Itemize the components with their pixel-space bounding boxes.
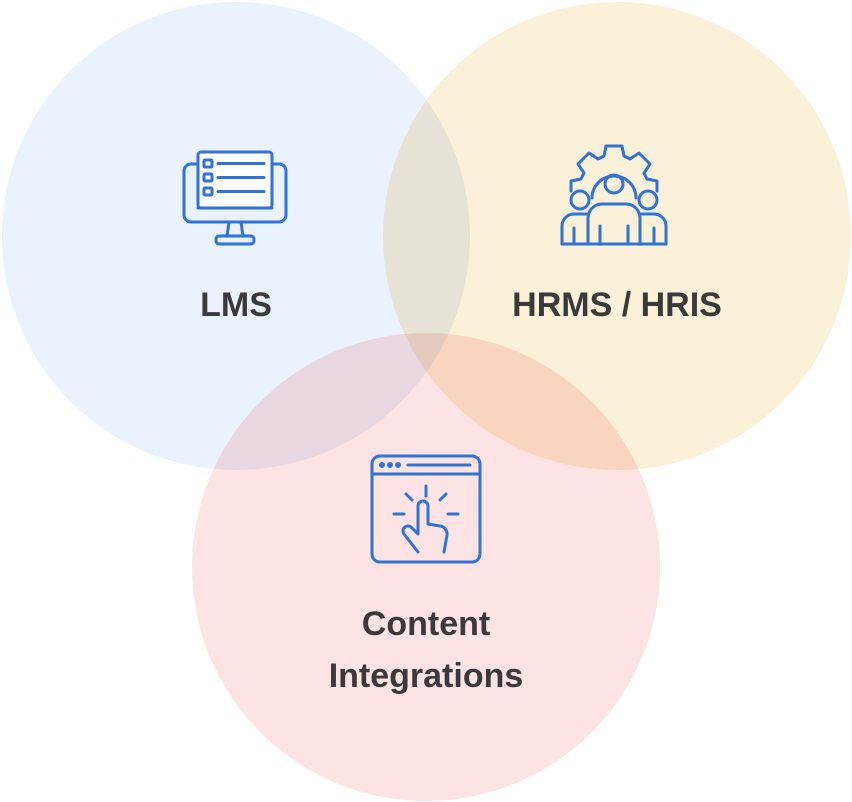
lms-label: LMS [200,286,272,324]
browser-click-icon [368,452,484,566]
content-integrations-label: Content Integrations [276,598,576,702]
monitor-checklist-icon [180,146,290,250]
team-gear-icon [558,142,670,248]
hrms-hris-label: HRMS / HRIS [512,286,722,324]
content-integrations-label-line-1: Content [361,605,491,643]
content-integrations-circle [192,333,660,801]
content-integrations-label-line-2: Integrations [328,657,524,695]
